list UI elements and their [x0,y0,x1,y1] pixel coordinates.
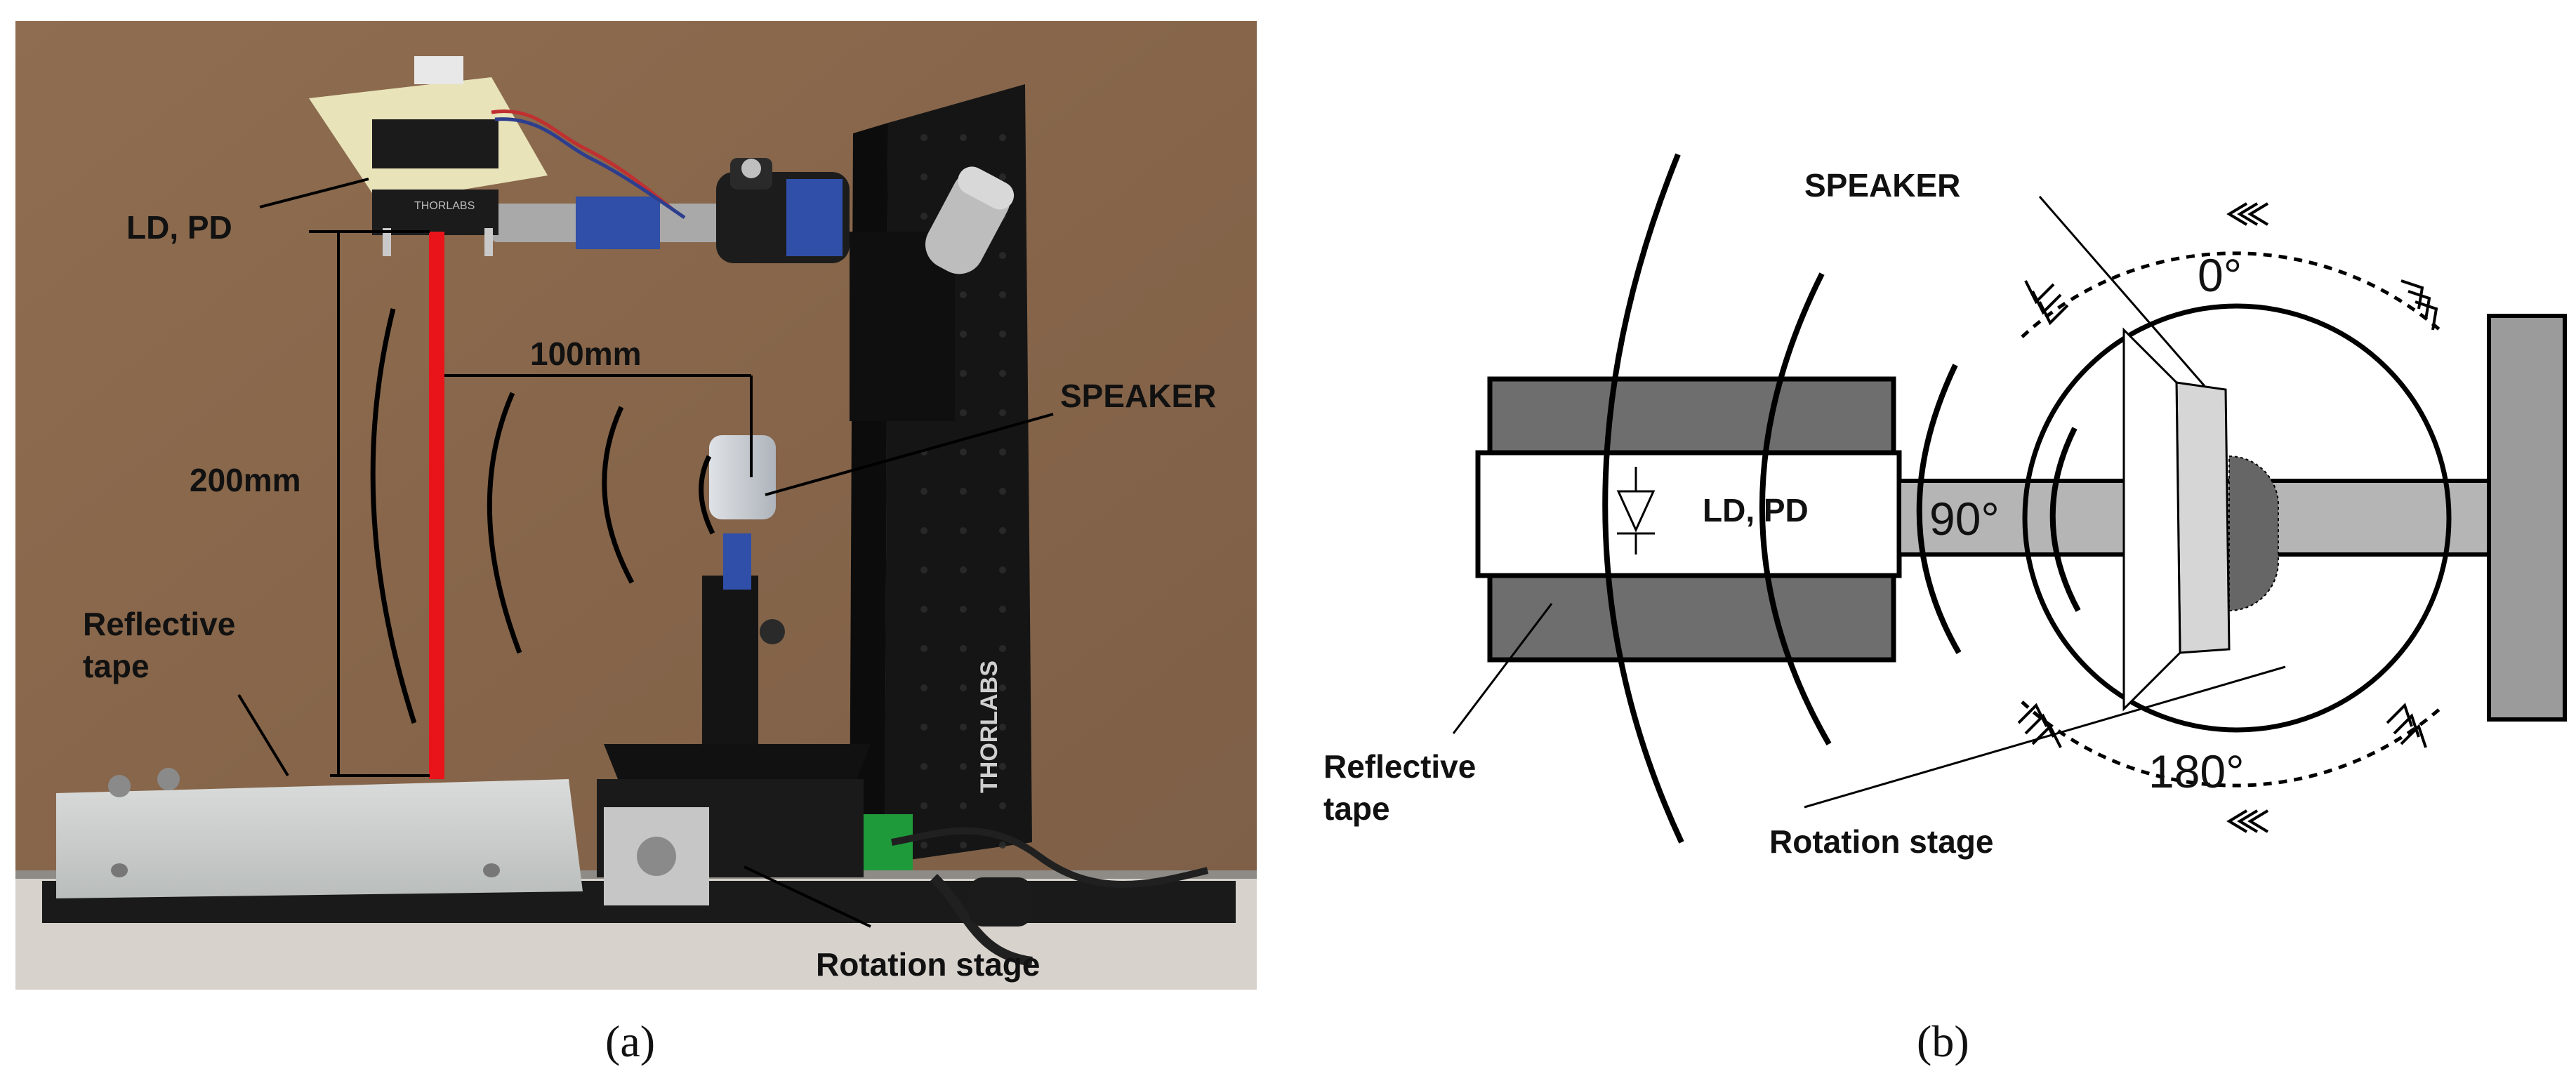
rotation-path-bottom [2021,700,2441,788]
svg-text:THORLABS: THORLABS [414,200,475,212]
rotation-circle [2022,303,2452,733]
label-90deg: 90° [1929,493,2000,545]
caption-b: (b) [1917,1016,1969,1066]
rotation-path-top [2021,251,2441,338]
label-200mm: 200mm [190,462,301,498]
diode-symbol-icon [1616,467,1656,554]
rotation-stage-photo [597,744,1209,967]
caption-a: (a) [605,1016,655,1066]
pd-module [372,190,498,235]
ld-pd-bar [1475,450,1902,578]
label-180deg: 180° [2148,745,2245,797]
label-100mm: 100mm [530,336,642,372]
reflective-base-block [56,768,583,898]
panel-b-schematic: LD, PD 90° [1323,153,2567,1066]
speaker-schematic [2122,327,2279,712]
label-rotation-stage-b: Rotation stage [1769,823,1993,860]
ld-module [372,119,498,168]
sound-waves-b [1602,153,2081,844]
speaker-assembly [702,435,785,758]
blue-tape [576,197,660,249]
label-ld-pd-b: LD, PD [1703,492,1809,529]
panel-a-photo: THORLABS THORLABS [15,21,1257,1066]
thorlabs-brand: THORLABS [976,660,1003,793]
dimension-lines [237,178,1054,928]
label-reflective-b-1: Reflective [1323,748,1476,785]
label-speaker-b: SPEAKER [1804,167,1960,204]
mount-block [2487,314,2567,722]
leader-lines-b [1452,196,2286,809]
ld-pd-assembly: THORLABS [309,56,686,256]
speaker-body [709,435,776,519]
label-reflective-b-2: tape [1323,790,1390,827]
label-rotation-stage-a: Rotation stage [816,946,1040,983]
sound-waves-a [370,308,715,724]
laser-arm [491,158,1015,274]
label-speaker-a: SPEAKER [1060,378,1216,414]
label-reflective-a-1: Reflective [83,606,235,642]
label-reflective-a-2: tape [83,648,150,684]
label-0deg: 0° [2198,249,2242,301]
laser-beam [429,232,444,779]
double-chevron-icon [2017,202,2438,833]
label-ld-pd-a: LD, PD [126,209,232,246]
